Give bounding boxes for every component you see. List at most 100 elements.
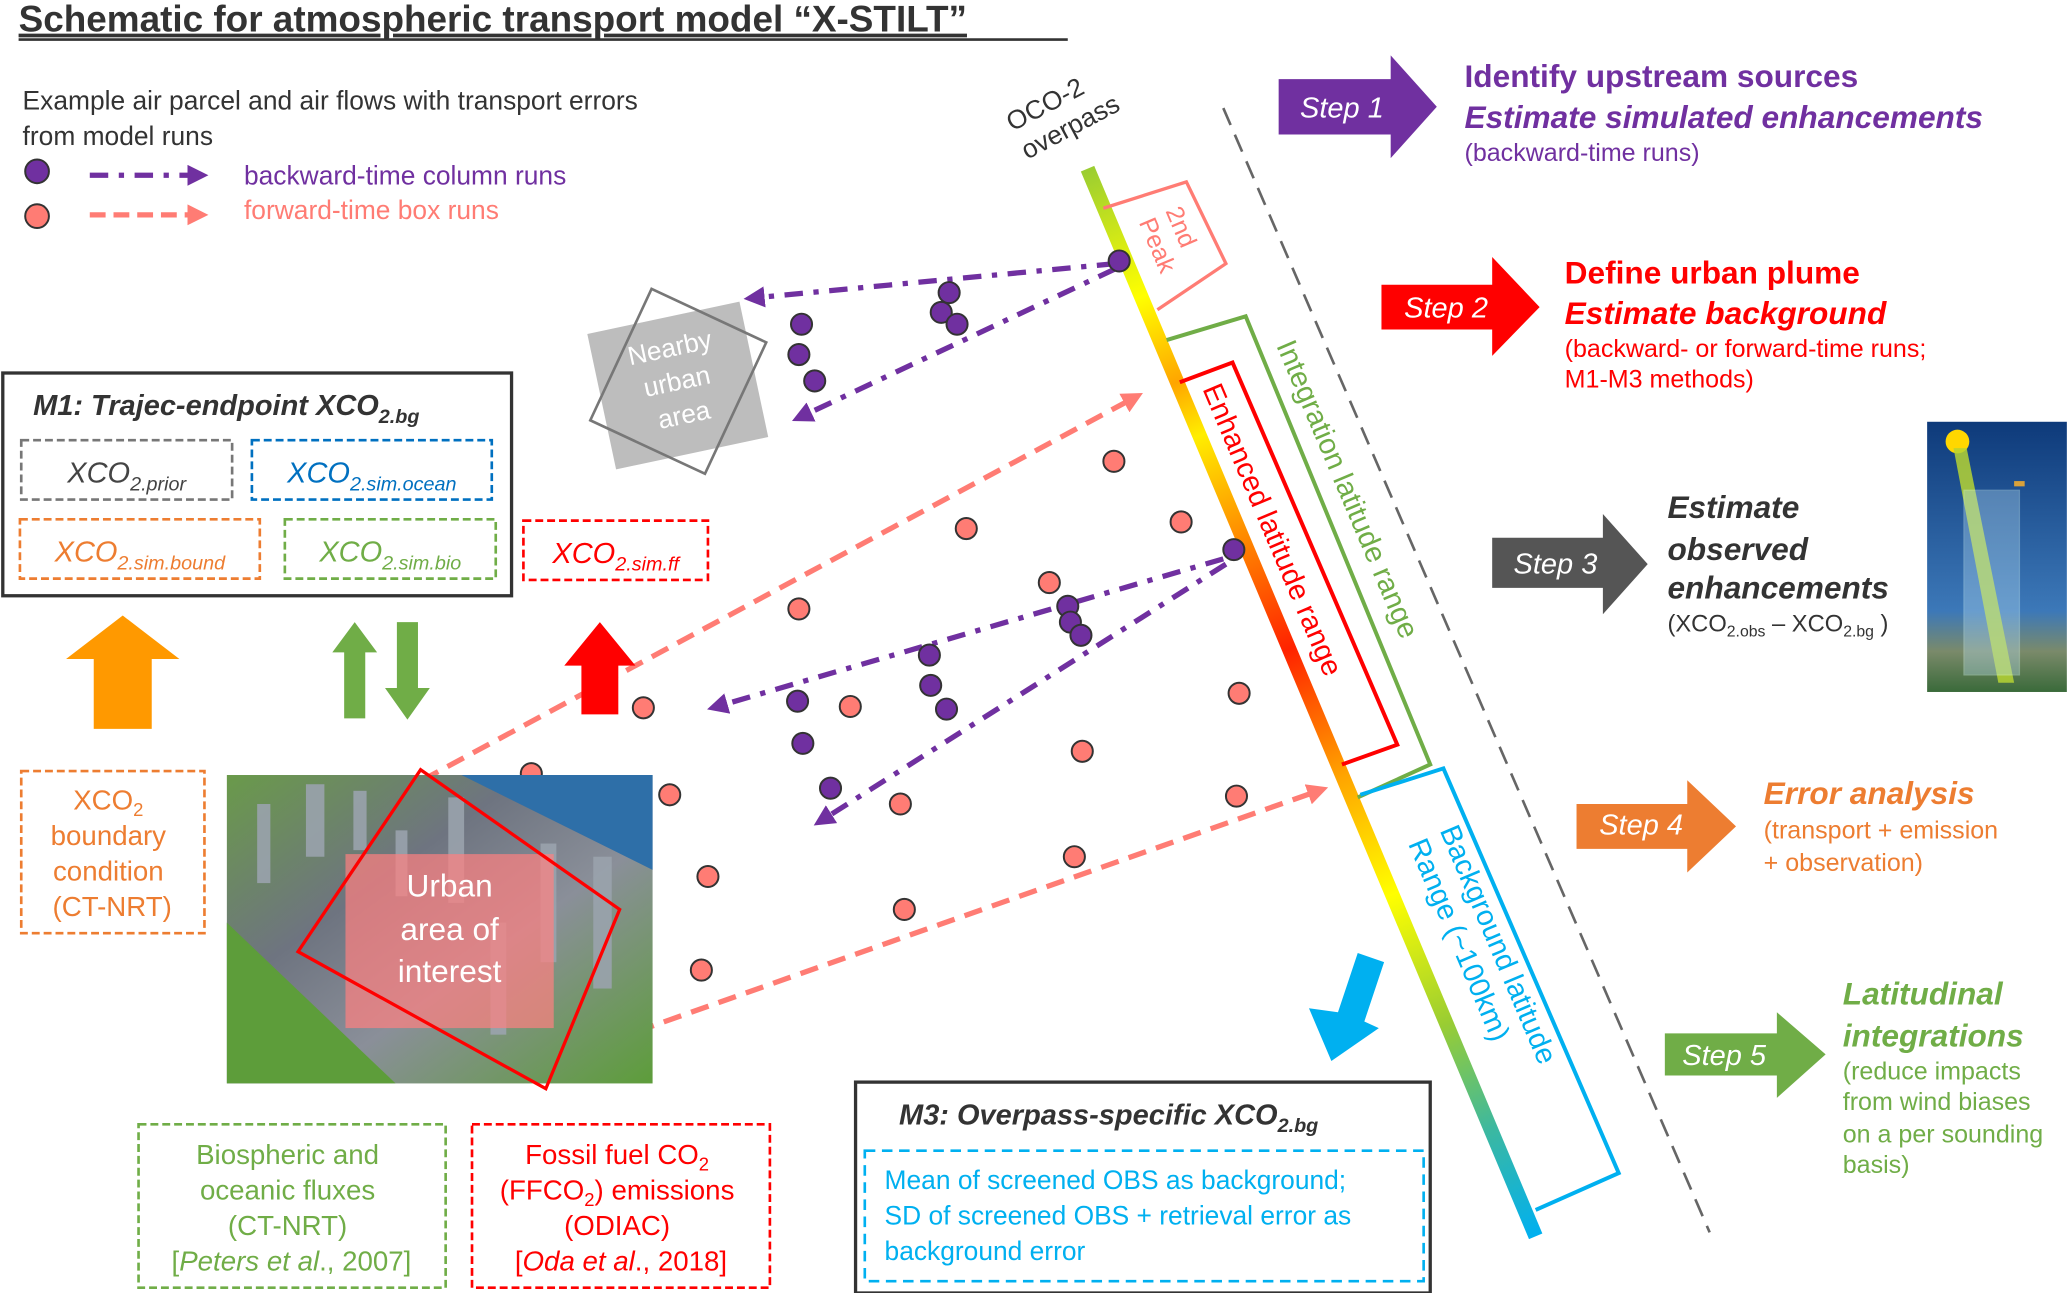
bio-up-arrow-icon: [332, 622, 378, 719]
svg-text:M1-M3 methods): M1-M3 methods): [1565, 366, 1754, 394]
svg-text:(transport + emission: (transport + emission: [1764, 816, 1998, 844]
step-1-arrow: [1278, 55, 1437, 159]
legend: Example air parcel and air flows with tr…: [23, 85, 638, 230]
m1-title: M1: Trajec-endpoint XCO2.bg: [33, 390, 419, 428]
bio-flux-box: [137, 1122, 447, 1290]
legend-intro-2: from model runs: [23, 121, 213, 151]
backward-parcel-dot: [1222, 538, 1246, 562]
nearby-urban-area: Nearbyurbanarea: [587, 287, 769, 476]
svg-text:Define urban plume: Define urban plume: [1565, 254, 1860, 290]
fossil-fuel-box: [470, 1122, 772, 1290]
svg-text:Step 2: Step 2: [1404, 293, 1488, 325]
svg-text:Step 1: Step 1: [1300, 92, 1384, 124]
backward-flow-arrow: [813, 561, 1228, 826]
forward-parcel-dot: [1070, 739, 1094, 763]
svg-text:observed: observed: [1667, 531, 1808, 567]
background-range-bracket: [1359, 765, 1622, 1212]
svg-text:Step 4: Step 4: [1599, 809, 1683, 841]
xco2-sim-bio: XCO2.sim.bio: [318, 536, 461, 574]
backward-parcel-dot: [917, 643, 941, 667]
step-4: Step 4 Error analysis (transport + emiss…: [1576, 775, 1998, 877]
forward-parcel-dot: [1224, 784, 1249, 808]
backward-parcel-dot: [818, 776, 843, 800]
step-5-arrow: [1664, 1012, 1826, 1098]
svg-text:+ observation): + observation): [1764, 849, 1923, 877]
overpass-label: OCO-2overpass: [1001, 60, 1124, 165]
urban-label-bg: [345, 854, 554, 1029]
backward-parcel-dot: [919, 673, 943, 697]
svg-text:Identify upstream sources: Identify upstream sources: [1465, 58, 1859, 94]
satellite-icon: [2014, 481, 2025, 487]
backward-parcel-dot: [791, 731, 815, 755]
backward-parcel-dot: [934, 697, 959, 721]
second-peak-label: 2ndPeak: [1133, 202, 1208, 277]
m3-down-arrow-icon: [1308, 952, 1385, 1062]
forward-parcel-dot: [1169, 510, 1193, 534]
backward-parcel-dot: [787, 343, 811, 367]
svg-text:Step 3: Step 3: [1514, 548, 1598, 580]
backward-parcel-dot: [945, 312, 969, 336]
boundary-up-arrow-icon: [66, 615, 180, 729]
forward-parcel-dot: [892, 897, 916, 921]
xco2-sim-ff: XCO2.sim.ff: [551, 538, 681, 576]
m1-box: M1: Trajec-endpoint XCO2.bg XCO2.prior X…: [1, 371, 514, 598]
xco2-sim-ocean: XCO2.sim.ocean: [286, 457, 456, 495]
backward-flow-arrow: [791, 266, 1117, 422]
forward-flow-arrow: [420, 393, 1143, 783]
boundary-condition-text: XCO2 boundary condition (CT-NRT): [51, 784, 174, 922]
boundary-condition-box: [19, 769, 206, 935]
step-3-arrow: [1492, 514, 1648, 615]
svg-text:basis): basis): [1843, 1151, 1910, 1179]
svg-text:(XCO2.obs – XCO2.bg ): (XCO2.obs – XCO2.bg ): [1667, 611, 1888, 640]
svg-text:integrations: integrations: [1843, 1018, 2024, 1054]
forward-parcel-dot: [1037, 571, 1061, 595]
forward-parcel-dot: [631, 696, 655, 720]
svg-text:Estimate: Estimate: [1667, 489, 1799, 525]
forward-parcel-dot: [838, 694, 862, 719]
forward-parcel-dot: [696, 864, 720, 889]
step-1: Step 1 Identify upstream sources Estimat…: [1278, 55, 1983, 167]
backward-flows: [707, 260, 1228, 826]
second-peak-box: [1102, 179, 1229, 312]
fossil-fuel-text: Fossil fuel CO2 (FFCO2) emissions (ODIAC…: [500, 1139, 742, 1277]
step-5: Step 5 Latitudinal integrations (reduce …: [1664, 975, 2043, 1179]
svg-text:Estimate simulated enhancement: Estimate simulated enhancements: [1465, 99, 1983, 135]
forward-flow-arrow: [608, 784, 1329, 1044]
xco2-prior: XCO2.prior: [66, 457, 187, 495]
svg-text:on a per sounding: on a per sounding: [1843, 1121, 2043, 1149]
backward-parcel-dot: [929, 300, 953, 324]
step-3: Step 3 Estimate observed enhancements (X…: [1492, 489, 1889, 641]
svg-text:Step 5: Step 5: [1682, 1040, 1767, 1072]
m3-description: Mean of screened OBS as background;SD of…: [885, 1165, 1352, 1266]
forward-parcel-dot: [1227, 681, 1251, 705]
purple-parcel-icon: [24, 158, 50, 185]
step-2: Step 2 Define urban plume Estimate backg…: [1381, 254, 1926, 394]
integration-range-bracket: [1166, 313, 1433, 800]
legend-backward: backward-time column runs: [244, 161, 566, 191]
backward-parcel-dot: [803, 369, 827, 393]
satellite-image: [1927, 421, 2067, 692]
bio-flux-text: Biospheric and oceanic fluxes (CT-NRT) […: [172, 1139, 412, 1277]
legend-intro: Example air parcel and air flows with tr…: [23, 85, 638, 115]
ff-up-arrow-icon: [564, 622, 636, 715]
forward-flows: [420, 393, 1329, 1044]
svg-text:(backward-time runs): (backward-time runs): [1465, 139, 1700, 167]
forward-parcel-dot: [689, 958, 713, 982]
forward-parcel-dot: [658, 783, 682, 807]
backward-parcel-dot: [789, 312, 814, 336]
step-2-arrow: [1381, 257, 1540, 356]
backward-flow-arrow: [743, 260, 1116, 308]
svg-text:enhancements: enhancements: [1667, 569, 1888, 605]
svg-text:Error analysis: Error analysis: [1764, 775, 1975, 811]
forward-parcel-dot: [954, 517, 978, 541]
svg-text:Estimate background: Estimate background: [1565, 295, 1887, 331]
m3-title: M3: Overpass-specific XCO2.bg: [899, 1099, 1318, 1137]
svg-text:from wind biases: from wind biases: [1843, 1088, 2031, 1116]
page-title: Schematic for atmospheric transport mode…: [19, 0, 967, 40]
bio-down-arrow-icon: [385, 622, 430, 720]
legend-forward: forward-time box runs: [244, 195, 499, 225]
m3-box: M3: Overpass-specific XCO2.bg Mean of sc…: [853, 1080, 1432, 1293]
